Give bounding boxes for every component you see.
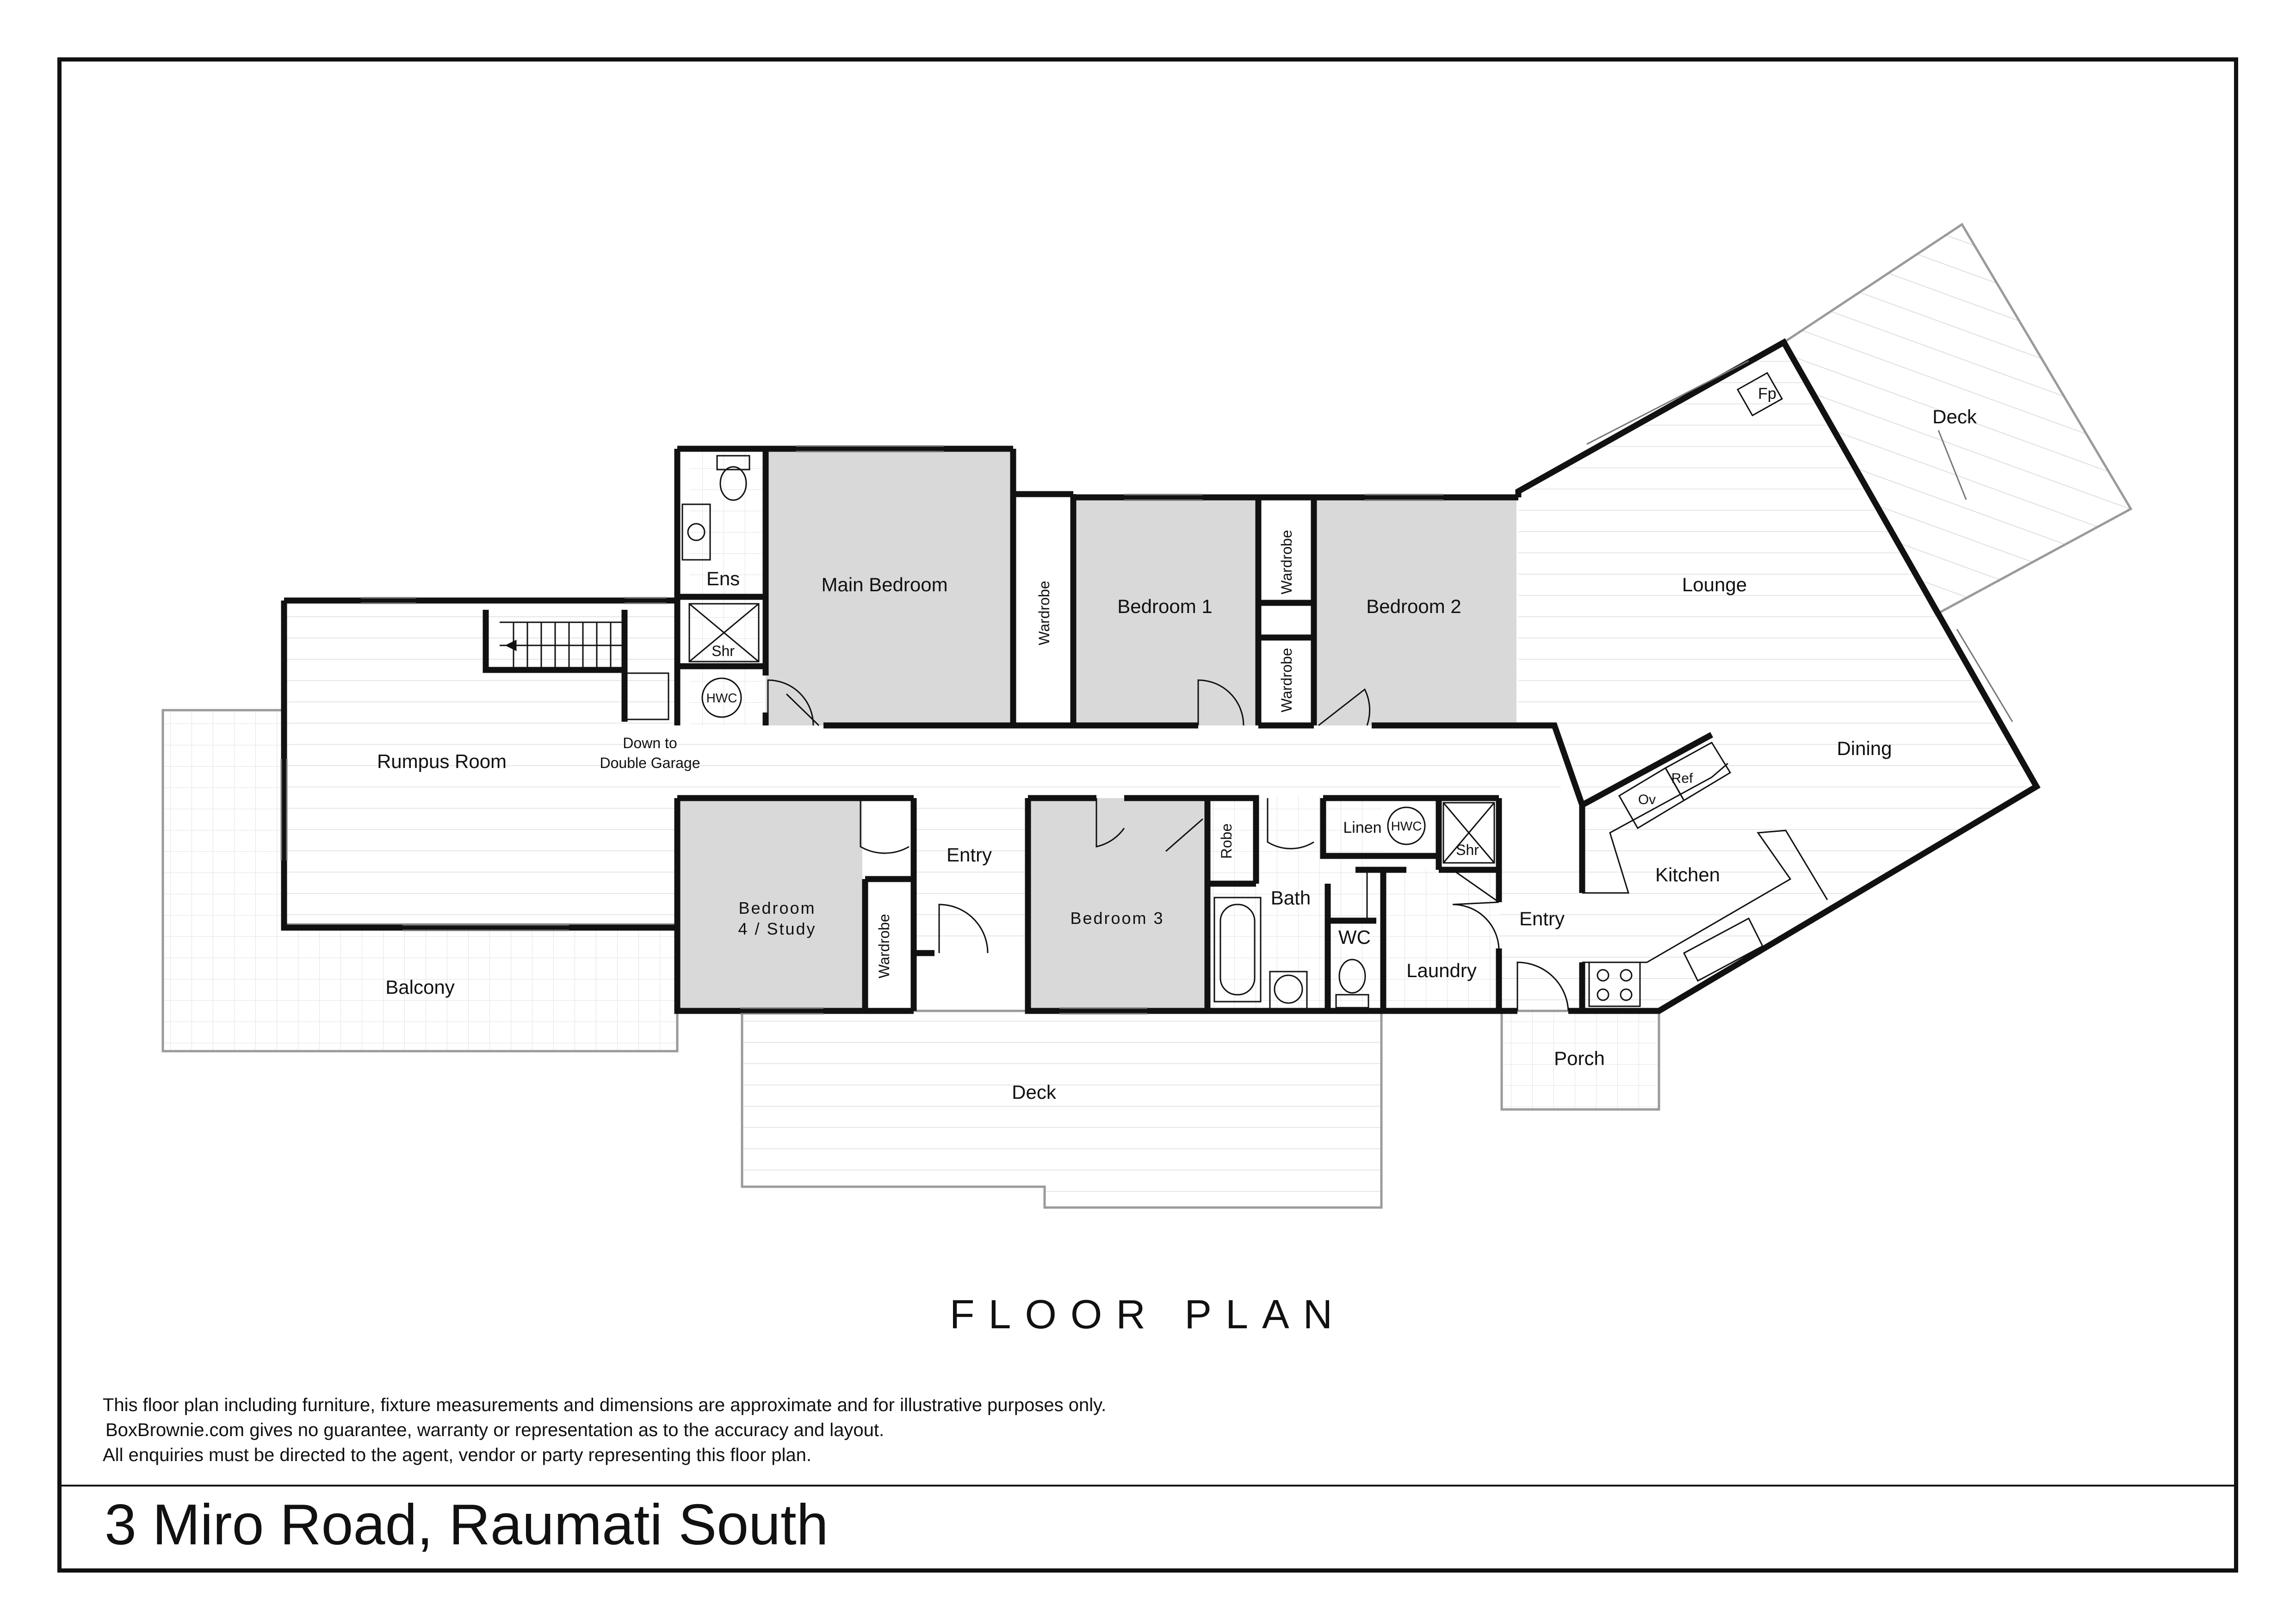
fixtures [681,372,1783,1010]
label-porch: Porch [1554,1047,1605,1069]
label-bedroom-2: Bedroom 2 [1366,595,1461,617]
label-laundry-shower: Shr [1456,842,1479,858]
label-wc: WC [1338,926,1371,948]
page-frame [57,57,2238,1573]
disclaimer-line-2: BoxBrownie.com gives no guarantee, warra… [105,1420,885,1440]
bedroom-3-area [1028,798,1207,1011]
bedroom-4-area [677,798,862,1009]
floor-plan-title: FLOOR PLAN [949,1291,1347,1337]
room-labels: Rumpus Room Down to Double Garage Ens Sh… [377,385,1977,1103]
label-ensuite-shower: Shr [712,643,735,659]
label-bedroom-3: Bedroom 3 [1070,909,1164,928]
bedroom-2-area [1314,497,1516,725]
windows [280,360,2013,1015]
lower-deck-area [741,1010,1383,1209]
label-bedroom-4-line2: 4 / Study [738,919,816,938]
label-deck-upper: Deck [1932,406,1977,427]
label-rumpus-room: Rumpus Room [377,750,507,772]
disclaimer-line-3: All enquiries must be directed to the ag… [103,1445,811,1465]
label-wardrobe-b1-upper: Wardrobe [1278,530,1295,594]
label-entry-main: Entry [947,844,992,866]
label-bedroom-1: Bedroom 1 [1117,595,1212,617]
label-fridge: Ref [1671,771,1693,786]
label-dining: Dining [1837,737,1892,759]
disclaimer: This floor plan including furniture, fix… [103,1393,1106,1468]
label-balcony: Balcony [385,976,454,998]
label-ensuite: Ens [706,568,740,589]
label-bedroom-4-line1: Bedroom [738,898,816,917]
label-bath: Bath [1271,887,1311,909]
footer-divider [57,1485,2238,1487]
label-deck-lower: Deck [1012,1081,1057,1103]
label-double-garage: Double Garage [600,755,700,771]
label-wardrobe-b1-lower: Wardrobe [1278,648,1295,712]
label-linen-hwc: HWC [1391,819,1422,833]
label-wardrobe-main: Wardrobe [1036,581,1052,645]
disclaimer-line-1: This floor plan including furniture, fix… [103,1395,1107,1415]
label-ensuite-hwc: HWC [706,691,737,705]
label-wardrobe-b4: Wardrobe [876,914,892,978]
bedroom-1-area [1073,497,1256,725]
label-robe: Robe [1218,824,1235,859]
label-main-bedroom: Main Bedroom [821,574,947,595]
doors [767,679,1569,1011]
label-lounge: Lounge [1682,574,1747,595]
label-linen: Linen [1343,819,1381,836]
label-oven: Ov [1638,792,1656,807]
label-fireplace: Fp [1758,385,1776,403]
interior-floor [284,342,2036,1011]
label-laundry: Laundry [1406,960,1477,981]
label-entry-side: Entry [1519,908,1565,929]
main-bedroom-area [766,450,1013,725]
property-address: 3 Miro Road, Raumati South [105,1493,829,1557]
label-kitchen: Kitchen [1655,864,1720,886]
kitchen-counter [1582,762,1828,963]
stairs [500,621,669,720]
label-down-to: Down to [623,735,677,751]
